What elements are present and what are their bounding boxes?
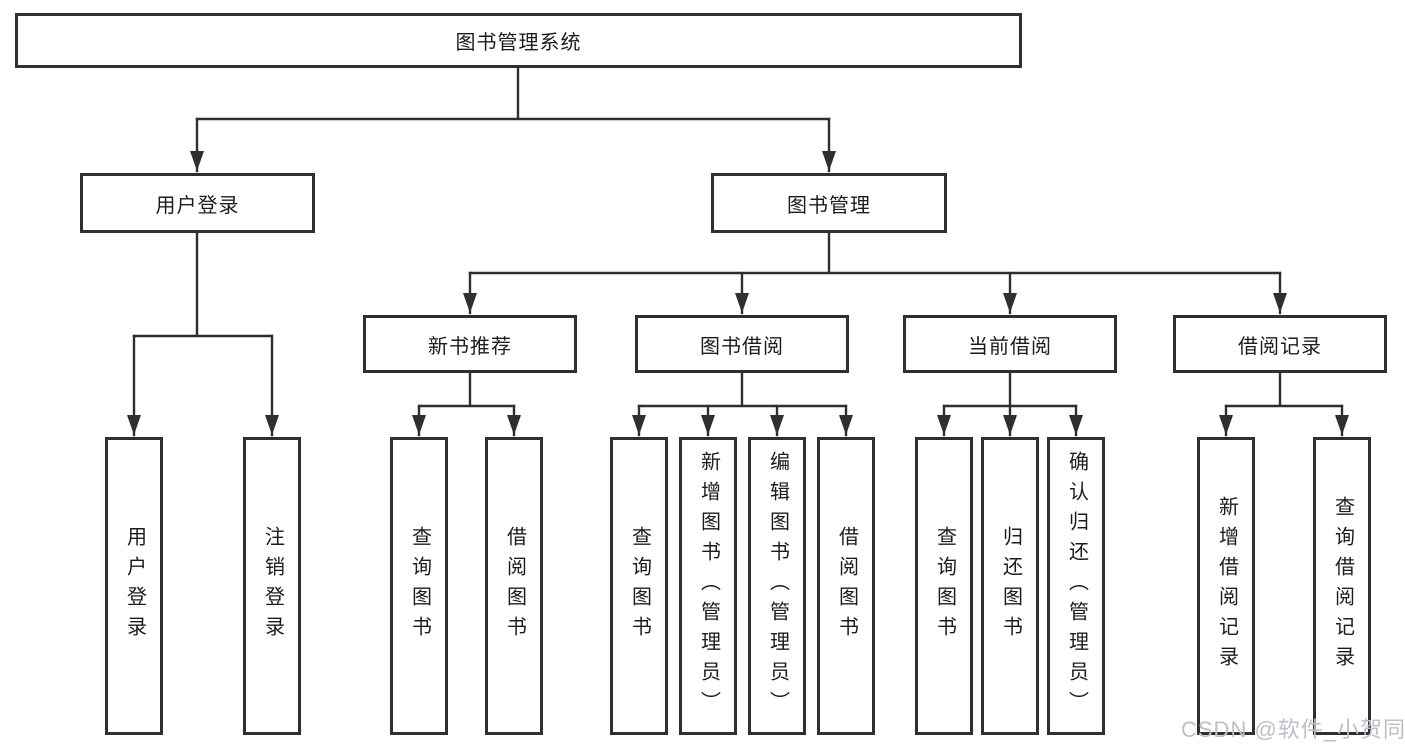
node-label: 编辑图书（管理员） — [766, 451, 789, 721]
node-label: 查询图书 — [628, 526, 651, 646]
node-label: 图书管理系统 — [455, 32, 582, 54]
node-label: 注销登录 — [261, 526, 284, 646]
node-leaf-user-login: 用户登录 — [105, 437, 163, 735]
node-borrow-records: 借阅记录 — [1173, 315, 1387, 373]
node-leaf-borrow-book-1: 借阅图书 — [485, 437, 543, 735]
node-label: 确认归还（管理员） — [1065, 451, 1088, 721]
node-leaf-edit-book-admin: 编辑图书（管理员） — [748, 437, 806, 735]
node-leaf-borrow-book-2: 借阅图书 — [817, 437, 875, 735]
node-label: 查询图书 — [933, 526, 956, 646]
node-book-management: 图书管理 — [711, 173, 947, 233]
node-label: 新书推荐 — [428, 335, 512, 358]
node-label: 归还图书 — [999, 526, 1022, 646]
node-user-login: 用户登录 — [80, 173, 315, 233]
node-current-borrow: 当前借阅 — [903, 315, 1117, 373]
node-label: 借阅图书 — [503, 526, 526, 646]
node-label: 查询图书 — [408, 526, 431, 646]
node-root: 图书管理系统 — [15, 13, 1022, 68]
node-label: 图书借阅 — [700, 335, 784, 358]
node-label: 当前借阅 — [968, 335, 1052, 358]
node-leaf-query-book-1: 查询图书 — [390, 437, 448, 735]
node-leaf-query-borrow-record: 查询借阅记录 — [1313, 437, 1371, 735]
node-label: 用户登录 — [155, 194, 240, 217]
watermark: CSDN @软件_小贺同学 — [1181, 717, 1405, 742]
node-label: 新增借阅记录 — [1215, 496, 1238, 676]
node-leaf-query-book-3: 查询图书 — [915, 437, 973, 735]
node-label: 用户登录 — [123, 526, 146, 646]
node-leaf-return-book: 归还图书 — [981, 437, 1039, 735]
node-leaf-logout: 注销登录 — [243, 437, 301, 735]
node-label: 借阅记录 — [1238, 335, 1322, 358]
node-leaf-add-borrow-record: 新增借阅记录 — [1197, 437, 1255, 735]
node-label: 查询借阅记录 — [1331, 496, 1354, 676]
node-leaf-query-book-2: 查询图书 — [610, 437, 668, 735]
node-leaf-confirm-return-admin: 确认归还（管理员） — [1047, 437, 1105, 735]
node-label: 新增图书（管理员） — [697, 451, 720, 721]
node-label: 借阅图书 — [835, 526, 858, 646]
node-new-book-recommend: 新书推荐 — [363, 315, 577, 373]
node-leaf-add-book-admin: 新增图书（管理员） — [679, 437, 737, 735]
node-book-borrow: 图书借阅 — [635, 315, 849, 373]
node-label: 图书管理 — [787, 194, 871, 217]
